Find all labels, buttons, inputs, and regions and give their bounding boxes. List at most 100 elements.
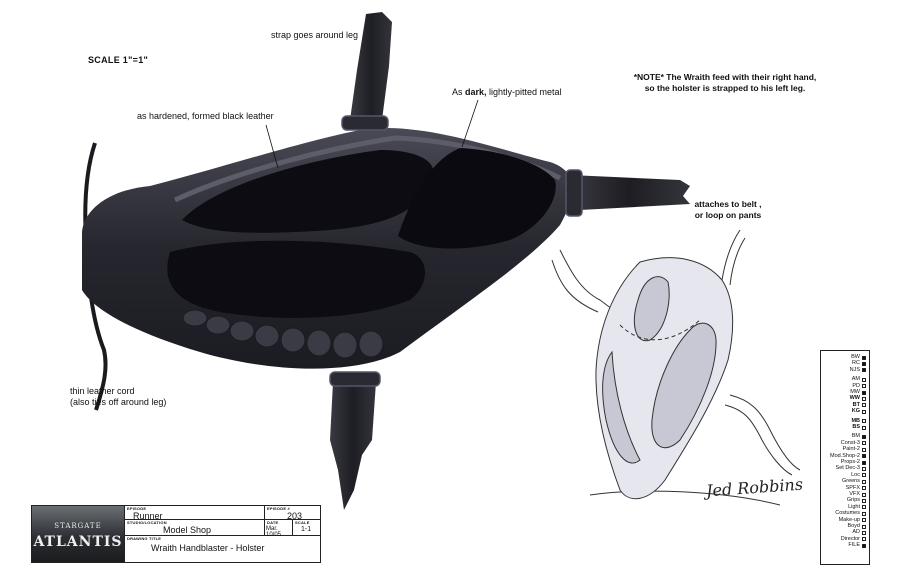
checklist-checkbox[interactable] bbox=[862, 505, 866, 510]
checklist-checkbox[interactable] bbox=[862, 384, 866, 389]
checklist-row: SPFX bbox=[846, 485, 866, 492]
checklist-checkbox[interactable] bbox=[862, 530, 866, 535]
checklist-checkbox[interactable] bbox=[862, 543, 866, 548]
date-value: Mar. 10/05 bbox=[266, 526, 282, 538]
checklist-row: MB bbox=[851, 418, 866, 425]
upper-window bbox=[182, 150, 434, 233]
checklist-label: FILE bbox=[848, 542, 860, 549]
checklist-row: VFX bbox=[849, 491, 866, 498]
checklist-checkbox[interactable] bbox=[862, 355, 866, 360]
checklist-checkbox[interactable] bbox=[862, 419, 866, 424]
checklist-checkbox[interactable] bbox=[862, 368, 866, 373]
episode-number-cell: EPISODE # 203 bbox=[264, 506, 320, 521]
bottom-strap bbox=[330, 382, 376, 510]
cord-line2: (also ties off around leg) bbox=[70, 397, 167, 407]
checklist-label: Props-2 bbox=[840, 459, 860, 465]
checklist-checkbox[interactable] bbox=[862, 377, 866, 382]
metal-suffix: lightly-pitted metal bbox=[486, 87, 562, 97]
metal-leader bbox=[461, 99, 479, 148]
checklist-checkbox[interactable] bbox=[862, 511, 866, 516]
checklist-checkbox[interactable] bbox=[862, 361, 866, 366]
checklist-row: BM bbox=[852, 433, 866, 440]
checklist-label: Paint-2 bbox=[842, 446, 860, 453]
right-window bbox=[398, 148, 556, 249]
checklist-checkbox[interactable] bbox=[862, 425, 866, 430]
checklist-checkbox[interactable] bbox=[862, 409, 866, 414]
checklist-checkbox[interactable] bbox=[862, 486, 866, 491]
strap-callout: strap goes around leg bbox=[271, 30, 359, 40]
checklist-checkbox[interactable] bbox=[862, 460, 866, 465]
logo-bottom-text: ATLANTIS bbox=[33, 534, 123, 550]
checklist-label: Make-up bbox=[838, 516, 860, 523]
checklist-row: AM bbox=[852, 376, 866, 383]
checklist-checkbox[interactable] bbox=[862, 403, 866, 408]
wraith-note: *NOTE* The Wraith feed with their right … bbox=[598, 72, 852, 94]
studio-label: STUDIO/LOCATION bbox=[127, 520, 167, 525]
checklist-label: Mod.Shop-2 bbox=[830, 452, 860, 459]
checklist-checkbox[interactable] bbox=[862, 498, 866, 503]
checklist-label: RC bbox=[852, 360, 860, 367]
right-buckle bbox=[565, 169, 583, 217]
checklist-checkbox[interactable] bbox=[862, 473, 866, 478]
checklist-label: SPFX bbox=[845, 484, 860, 491]
checklist-label: MB bbox=[851, 417, 860, 424]
studio-value: Model Shop bbox=[163, 525, 212, 535]
episode-number-label: EPISODE # bbox=[267, 506, 290, 511]
studio-cell: STUDIO/LOCATION Model Shop bbox=[124, 520, 264, 536]
checklist-row: KG bbox=[852, 408, 866, 415]
checklist-checkbox[interactable] bbox=[862, 390, 866, 395]
checklist-row: PD bbox=[852, 383, 866, 390]
scale-cell: SCALE 1-1 bbox=[292, 520, 320, 536]
checklist-checkbox[interactable] bbox=[862, 492, 866, 497]
belt-line2: or loop on pants bbox=[694, 210, 762, 220]
checklist-row: RC bbox=[852, 360, 866, 367]
checklist-label: Loc bbox=[851, 471, 860, 478]
checklist-row: WW bbox=[850, 395, 866, 402]
drawing-cell: DRAWING TITLE Wraith Handblaster - Holst… bbox=[124, 536, 320, 562]
checklist-checkbox[interactable] bbox=[862, 518, 866, 523]
checklist-row: Set Dec-3 bbox=[836, 465, 866, 472]
checklist-row: MW bbox=[850, 389, 866, 396]
checklist-checkbox[interactable] bbox=[862, 441, 866, 446]
checklist-label: Director bbox=[840, 535, 860, 542]
checklist-label: Greens bbox=[841, 478, 860, 485]
checklist-checkbox[interactable] bbox=[862, 466, 866, 471]
logo-top-text: STARGATE bbox=[54, 522, 102, 530]
checklist-row: BS bbox=[852, 424, 866, 431]
checklist-row: Paint-2 bbox=[843, 446, 866, 453]
title-block: STARGATE ATLANTIS EPISODE Runner EPISODE… bbox=[31, 505, 321, 563]
cord-callout: thin leather cord (also ties off around … bbox=[70, 386, 200, 408]
checklist-checkbox[interactable] bbox=[862, 434, 866, 439]
leather-callout: as hardened, formed black leather bbox=[137, 111, 274, 121]
checklist-row: Costumes bbox=[835, 510, 866, 517]
top-buckle bbox=[341, 115, 389, 131]
checklist-row: Const-3 bbox=[841, 440, 866, 447]
checklist-label: NJS bbox=[849, 366, 860, 373]
checklist-label: BS bbox=[852, 424, 860, 430]
checklist-label: Grips bbox=[846, 497, 860, 504]
checklist-checkbox[interactable] bbox=[862, 454, 866, 459]
top-strap bbox=[350, 12, 392, 120]
scale-ridges bbox=[182, 309, 384, 359]
checklist-row: Loc bbox=[851, 472, 866, 479]
checklist-label: Boyd bbox=[847, 523, 860, 529]
stargate-atlantis-logo: STARGATE ATLANTIS bbox=[32, 506, 124, 562]
leather-leader bbox=[265, 124, 279, 169]
checklist-label: BW bbox=[851, 354, 860, 360]
checklist-label: Set Dec-3 bbox=[835, 465, 860, 472]
episode-number-value: 203 bbox=[287, 511, 303, 521]
checklist-row: Props-2 bbox=[841, 459, 866, 466]
wraith-note-line1: *NOTE* The Wraith feed with their right … bbox=[633, 72, 817, 82]
checklist-checkbox[interactable] bbox=[862, 537, 866, 542]
checklist-row: NJS bbox=[850, 367, 866, 374]
checklist-label: PD bbox=[852, 382, 860, 389]
checklist-checkbox[interactable] bbox=[862, 396, 866, 401]
checklist-row: FILE bbox=[848, 542, 866, 549]
checklist-checkbox[interactable] bbox=[862, 524, 866, 529]
scale-cell-label: SCALE bbox=[295, 520, 310, 525]
checklist-label: VFX bbox=[849, 491, 860, 497]
checklist-checkbox[interactable] bbox=[862, 479, 866, 484]
checklist-checkbox[interactable] bbox=[862, 447, 866, 452]
